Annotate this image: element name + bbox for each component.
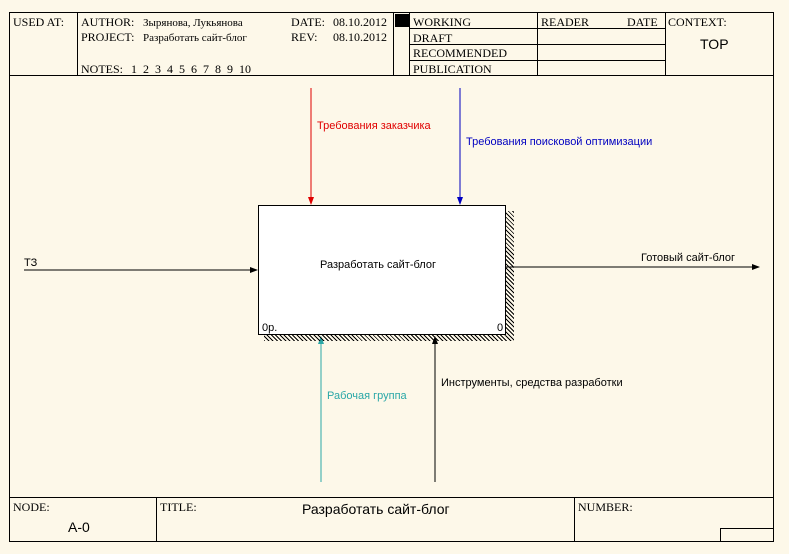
footer-number-box [720,528,774,529]
activity-box-shadow [264,335,514,341]
footer-divider-number [574,497,575,542]
rev-label: REV: [291,30,318,44]
activity-cost: 0р. [262,322,278,334]
activity-number: 0 [497,322,504,334]
status-row-line [409,60,665,61]
footer-divider-title [156,497,157,542]
status-draft: DRAFT [413,31,453,45]
reader-date-label: DATE [627,15,658,29]
header-divider-reader [537,12,538,75]
project-label: PROJECT: [81,30,135,44]
header-divider-context [665,12,666,75]
date-label: DATE: [291,15,325,29]
control-label-customer: Требования заказчика [317,120,431,132]
mechanism-label-team: Рабочая группа [327,390,407,402]
activity-name: Разработать сайт-блог [320,259,436,271]
title-label: TITLE: [160,500,197,514]
notes-label: NOTES: [81,62,123,76]
date-value: 08.10.2012 [333,15,387,29]
header-divider-status-inner [409,12,410,75]
node-value: А-0 [68,519,90,535]
control-label-seo: Требования поисковой оптимизации [466,136,653,148]
diagram-frame [9,12,774,542]
footer-number-box [720,528,721,542]
rev-value: 08.10.2012 [333,30,387,44]
title-value: Разработать сайт-блог [302,501,450,517]
header-bottom-line [9,75,774,76]
reader-label: READER [541,15,589,29]
status-row-line [409,44,665,45]
header-divider-status [393,12,394,75]
footer-top-line [9,497,774,498]
mechanism-label-tools: Инструменты, средства разработки [441,377,623,389]
author-label: AUTHOR: [81,15,135,29]
project-value: Разработать сайт-блог [143,32,247,44]
context-value: TOP [700,36,729,52]
activity-box[interactable] [258,205,506,335]
author-value: Зырянова, Лукьянова [143,17,243,29]
output-label: Готовый сайт-блог [641,252,736,264]
notes-values: 1 2 3 4 5 6 7 8 9 10 [131,62,251,76]
node-label: NODE: [13,500,50,514]
status-recommended: RECOMMENDED [413,46,508,60]
status-publication: PUBLICATION [413,62,492,76]
status-row-line [409,28,665,29]
status-working: WORKING [413,15,471,29]
working-status-marker [395,14,409,27]
header-divider-usedat [77,12,78,75]
number-label: NUMBER: [578,500,633,514]
used-at-label: USED AT: [13,15,65,29]
input-label: ТЗ [24,257,38,269]
context-label: CONTEXT: [668,15,727,29]
activity-box-shadow [506,211,514,341]
